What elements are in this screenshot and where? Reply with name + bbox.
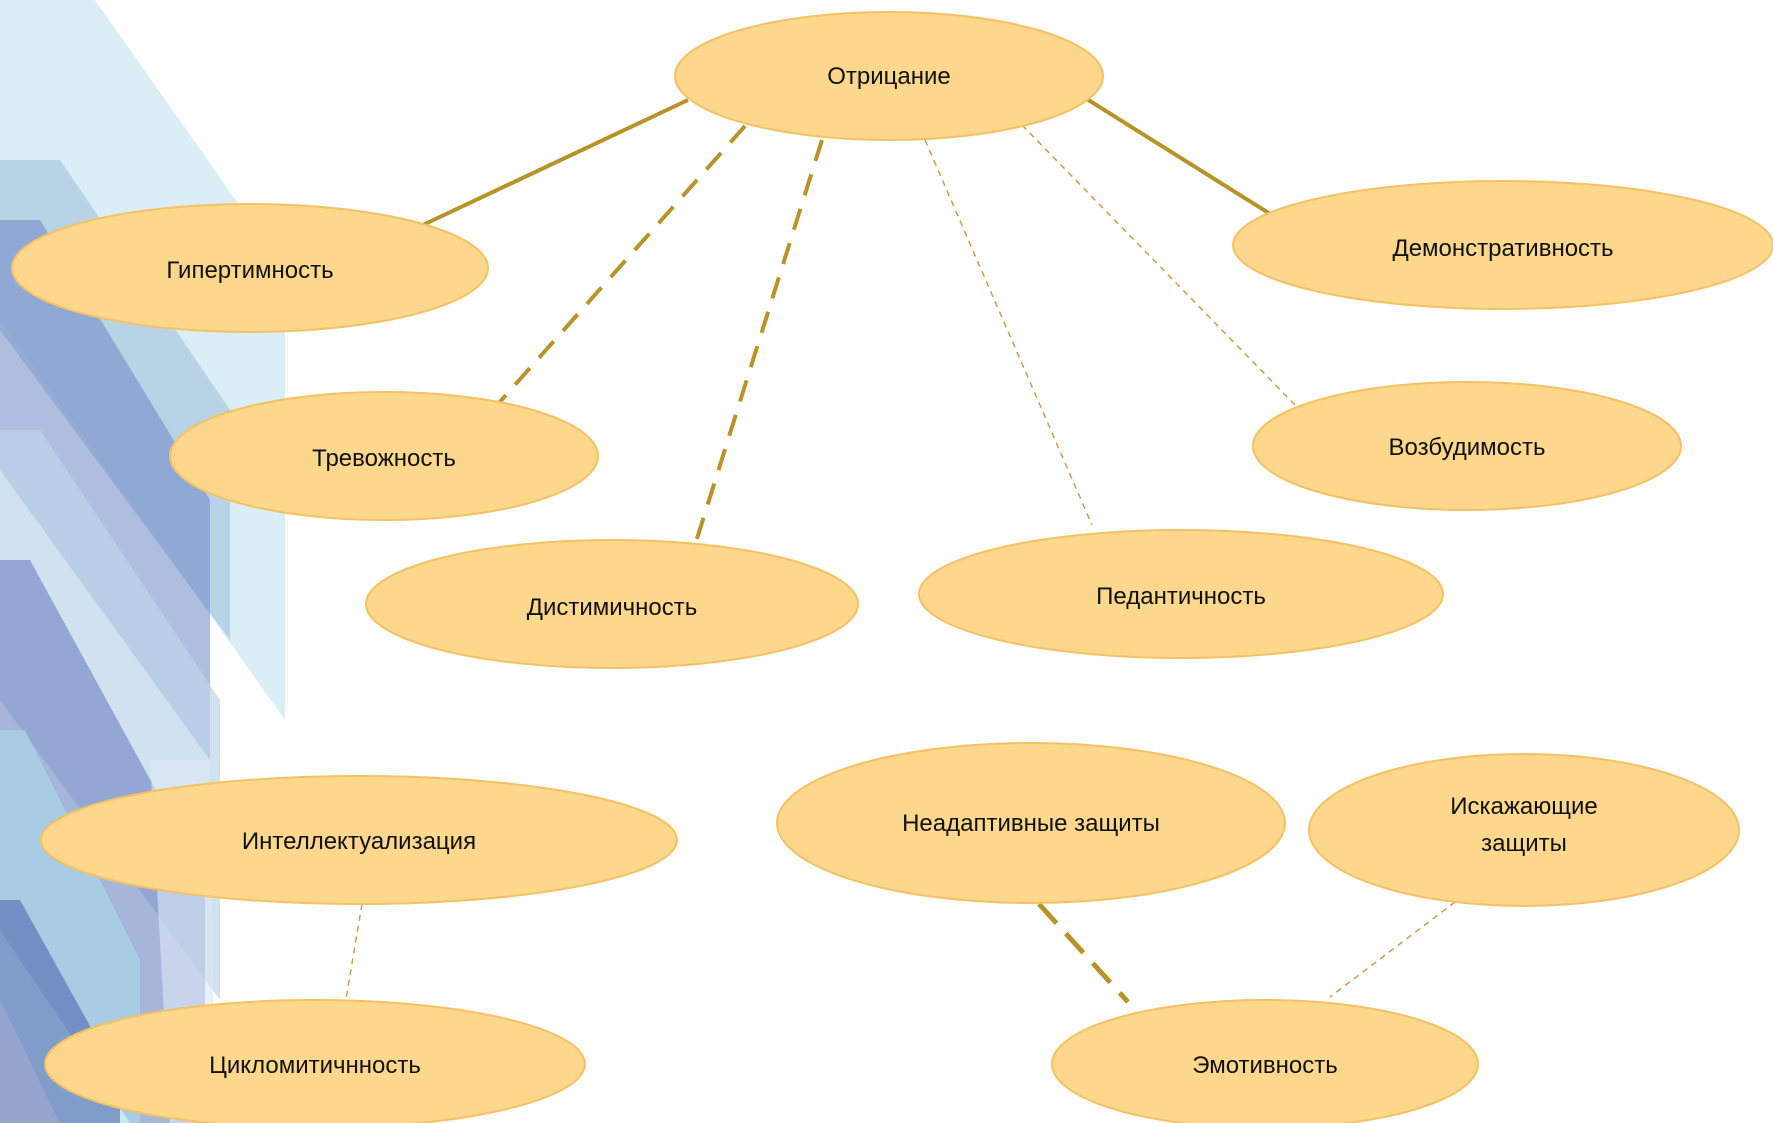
node-tsiklomitichnost: Цикломитичнность <box>44 999 586 1123</box>
node-ellipse <box>11 203 489 333</box>
link-neadaptivnye-emotivnost <box>1037 902 1130 1004</box>
link-otritsanie-distimichnost <box>693 139 824 546</box>
node-otritsanie: Отрицание <box>674 11 1104 141</box>
node-ellipse <box>1051 999 1479 1123</box>
node-distimichnost: Дистимичность <box>365 539 859 669</box>
node-ellipse <box>1232 180 1773 310</box>
link-otritsanie-pedantichnost <box>924 139 1093 526</box>
node-pedantichnost: Педантичность <box>918 529 1444 659</box>
node-label: Интеллектуализация <box>242 828 476 855</box>
node-gipertimnost: Гипертимность <box>11 203 489 333</box>
node-label: Дистимичность <box>527 594 698 621</box>
node-label: Педантичность <box>1096 583 1266 610</box>
node-label: Возбудимость <box>1389 434 1546 461</box>
node-label: Отрицание <box>827 63 951 90</box>
node-ellipse <box>365 539 859 669</box>
link-intellektualizatsiya-tsiklomitichnost <box>345 903 363 1000</box>
node-ellipse <box>918 529 1444 659</box>
link-otritsanie-gipertimnost <box>407 98 689 234</box>
node-iskazhayushchie: Искажающие защиты <box>1308 753 1740 907</box>
node-ellipse <box>1308 753 1740 907</box>
node-ellipse <box>674 11 1104 141</box>
link-otritsanie-trevozhnost <box>496 124 747 406</box>
node-ellipse <box>1252 381 1682 511</box>
link-otritsanie-demonstrativnost <box>1080 94 1277 219</box>
links <box>345 94 1456 1004</box>
node-ellipse <box>40 775 678 905</box>
node-vozbudimost: Возбудимость <box>1252 381 1682 511</box>
node-label: Гипертимность <box>166 257 333 284</box>
node-emotivnost: Эмотивность <box>1051 999 1479 1123</box>
node-label: Тревожность <box>312 445 456 472</box>
node-label: Неадаптивные защиты <box>902 810 1160 837</box>
node-neadaptivnye: Неадаптивные защиты <box>776 742 1286 904</box>
node-label-line-2: защиты <box>1481 830 1567 857</box>
node-trevozhnost: Тревожность <box>169 391 599 521</box>
node-ellipse <box>776 742 1286 904</box>
node-ellipse <box>169 391 599 521</box>
link-iskazhayushchie-emotivnost <box>1329 901 1456 998</box>
node-demonstrativnost: Демонстративность <box>1232 180 1773 310</box>
node-ellipse <box>44 999 586 1123</box>
node-label: Демонстративность <box>1392 235 1613 262</box>
node-label: Цикломитичнность <box>209 1052 421 1079</box>
node-intellektualizatsiya: Интеллектуализация <box>40 775 678 905</box>
node-label: Эмотивность <box>1192 1052 1338 1079</box>
node-label-line-1: Искажающие <box>1450 793 1598 820</box>
